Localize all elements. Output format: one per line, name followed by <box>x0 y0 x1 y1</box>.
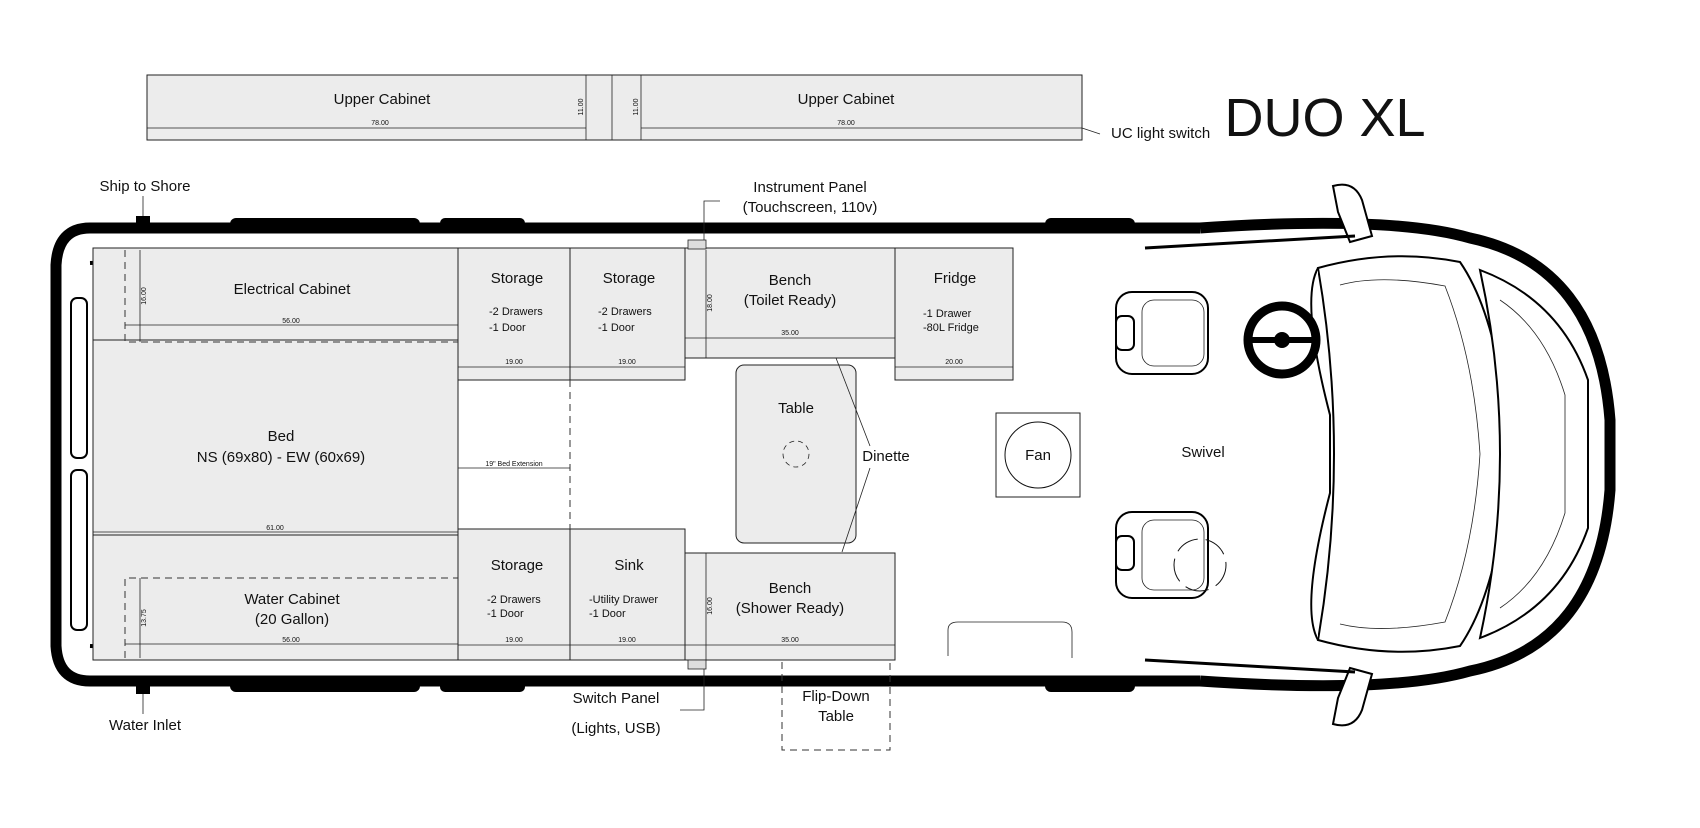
bed-sub-label: NS (69x80) - EW (60x69) <box>197 449 365 466</box>
upper-cabinet-left-label: Upper Cabinet <box>334 91 432 108</box>
bed-label: Bed <box>268 428 295 445</box>
page-title: DUO XL <box>1224 88 1425 148</box>
storage-top-2-width: 19.00 <box>618 359 636 366</box>
van-body <box>50 216 1616 694</box>
bench-bottom-sub-label: (Shower Ready) <box>736 600 844 617</box>
storage-bottom-width: 19.00 <box>505 637 523 644</box>
bench-bottom-label: Bench <box>769 580 812 597</box>
bench-top-sub-label: (Toilet Ready) <box>744 292 837 309</box>
water-cabinet-depth: 13.75 <box>141 609 148 627</box>
flip-down-table-sub-label: Table <box>818 708 854 725</box>
storage-bottom-label: Storage <box>491 557 544 574</box>
storage-top-1-width: 19.00 <box>505 359 523 366</box>
water-cabinet-width: 56.00 <box>282 637 300 644</box>
sink-label: Sink <box>614 557 644 574</box>
switch-panel-label: Switch Panel <box>573 690 660 707</box>
bed-extension-label: 19" Bed Extension <box>485 461 542 468</box>
fridge <box>894 247 1014 381</box>
upper-cabinet-left-width: 78.00 <box>371 120 389 127</box>
flip-down-table-label: Flip-Down <box>802 688 870 705</box>
bed <box>92 339 459 536</box>
upper-cabinet-strip <box>146 74 1083 141</box>
ship-to-shore-label: Ship to Shore <box>100 178 191 195</box>
swivel-label: Swivel <box>1181 444 1224 461</box>
instrument-panel-marker <box>687 239 707 250</box>
upper-cabinet-right-label: Upper Cabinet <box>798 91 896 108</box>
table-label: Table <box>778 400 814 417</box>
steering-wheel-icon <box>1243 301 1321 379</box>
fan-icon <box>1004 421 1072 489</box>
upper-cabinet-right-depth: 11.00 <box>633 98 640 115</box>
storage-bottom-detail-1: -2 Drawers <box>487 594 541 606</box>
storage-top-1-detail-2: -1 Door <box>489 322 526 334</box>
storage-top-2-detail-1: -2 Drawers <box>598 306 652 318</box>
electrical-cabinet-depth: 16.00 <box>141 287 148 305</box>
uc-light-switch-label: UC light switch <box>1111 125 1210 142</box>
storage-top-1 <box>457 247 571 381</box>
water-cabinet-label: Water Cabinet <box>244 591 340 608</box>
fridge-detail-2: -80L Fridge <box>923 322 979 334</box>
storage-top-2-detail-2: -1 Door <box>598 322 635 334</box>
dinette-table <box>735 364 857 544</box>
fan-label: Fan <box>1025 447 1051 464</box>
electrical-cabinet-width: 56.00 <box>282 318 300 325</box>
electrical-cabinet-label: Electrical Cabinet <box>234 281 352 298</box>
storage-top-2 <box>569 247 686 381</box>
bed-width: 61.00 <box>266 525 284 532</box>
sink <box>569 528 686 661</box>
floor-modules: 19" Bed Extension 56.00 16.00 61.00 56.0… <box>92 239 1081 751</box>
cab: Swivel <box>1115 183 1589 727</box>
bench-top <box>684 247 896 359</box>
sink-width: 19.00 <box>618 637 636 644</box>
fridge-width: 20.00 <box>945 359 963 366</box>
sink-detail-1: -Utility Drawer <box>589 594 658 606</box>
callouts: Ship to Shore Water Inlet Instrument Pan… <box>100 178 878 737</box>
swivel-arrow-icon <box>1173 538 1227 592</box>
fridge-label: Fridge <box>934 270 977 287</box>
fan-vent <box>995 412 1081 498</box>
upper-cabinet-right-width: 78.00 <box>837 120 855 127</box>
bench-top-depth: 18.00 <box>707 294 714 312</box>
upper-cabinet-left-depth: 11.00 <box>578 98 585 115</box>
switch-panel-marker <box>687 659 707 670</box>
instrument-panel-label: Instrument Panel <box>753 179 866 196</box>
storage-top-1-detail-1: -2 Drawers <box>489 306 543 318</box>
sink-detail-2: -1 Door <box>589 608 626 620</box>
switch-panel-sub-label: (Lights, USB) <box>571 720 660 737</box>
bench-top-label: Bench <box>769 272 812 289</box>
storage-bottom <box>457 528 571 661</box>
fridge-detail-1: -1 Drawer <box>923 308 972 320</box>
water-cabinet <box>92 534 459 661</box>
dinette-label: Dinette <box>862 448 910 465</box>
bench-top-width: 35.00 <box>781 330 799 337</box>
bench-bottom-width: 35.00 <box>781 637 799 644</box>
upper-cabinets: Upper Cabinet Upper Cabinet 78.00 78.00 … <box>146 74 1210 142</box>
water-inlet-label: Water Inlet <box>109 717 182 734</box>
bench-bottom <box>684 552 896 661</box>
storage-top-2-label: Storage <box>603 270 656 287</box>
storage-bottom-detail-2: -1 Door <box>487 608 524 620</box>
instrument-panel-sub-label: (Touchscreen, 110v) <box>743 199 878 216</box>
water-cabinet-sub-label: (20 Gallon) <box>255 611 329 628</box>
storage-top-1-label: Storage <box>491 270 544 287</box>
bench-bottom-depth: 16.00 <box>707 597 714 615</box>
